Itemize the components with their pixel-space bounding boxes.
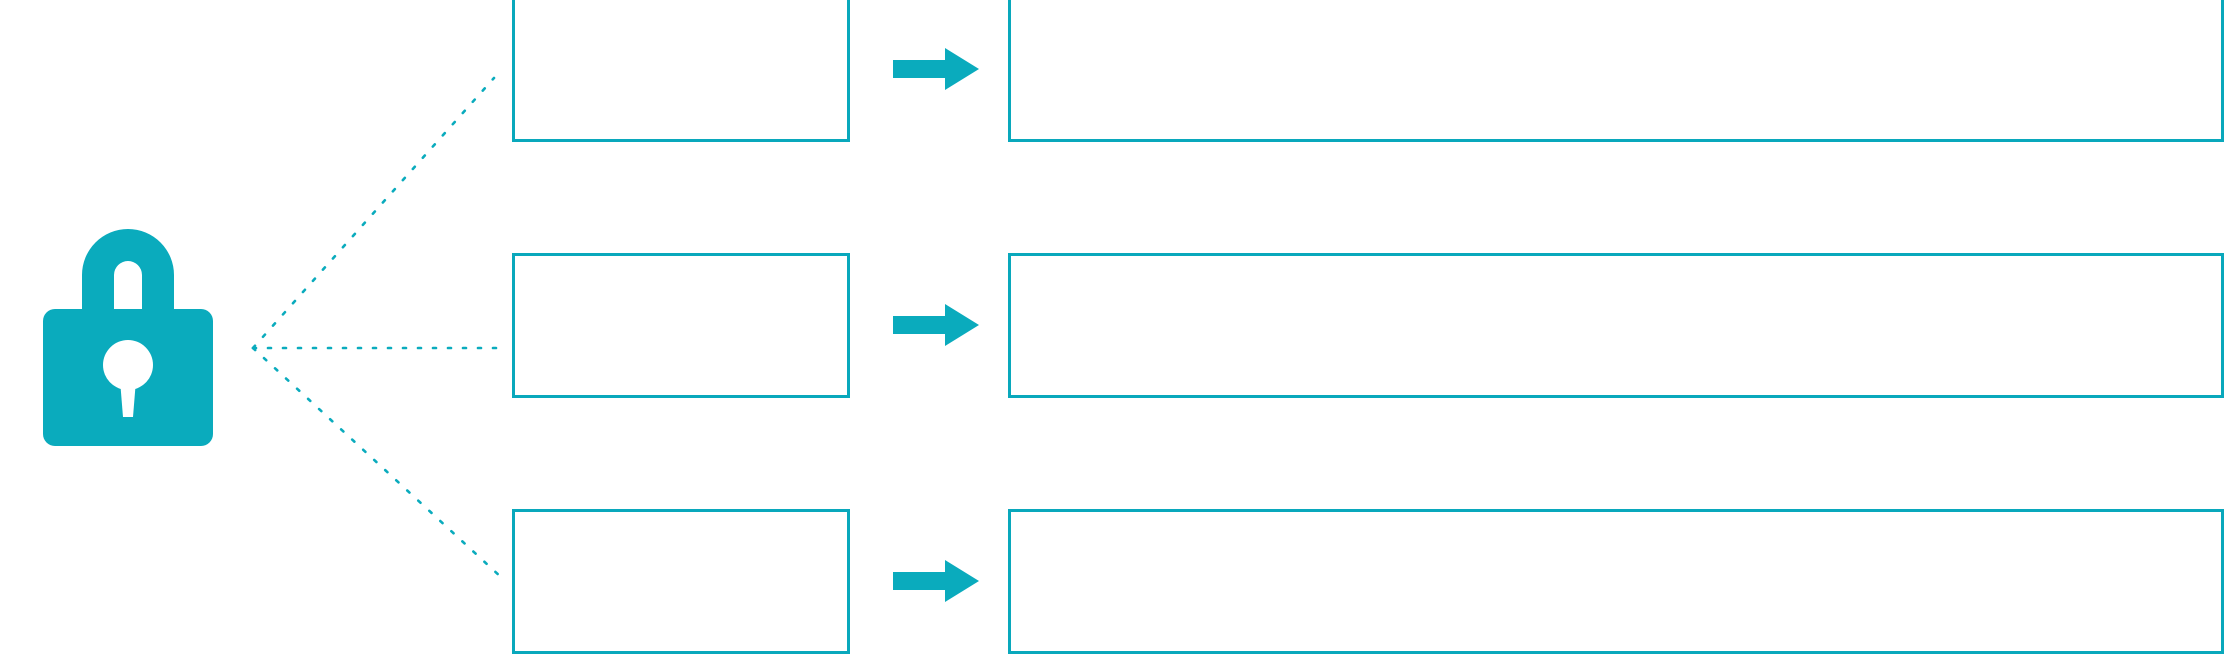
output-box-row-1[interactable] [1008,253,2224,398]
diagram-row [0,509,2229,654]
input-box-text [515,256,847,395]
diagram-row [0,0,2229,142]
diagram-row [0,253,2229,398]
output-box-text [1011,0,2221,139]
lock-icon [30,205,226,450]
arrow-right-icon [893,304,979,346]
output-box-row-2[interactable] [1008,509,2224,654]
input-box-row-1[interactable] [512,253,850,398]
input-box-text [515,512,847,651]
input-box-text [515,0,847,139]
output-box-row-0[interactable] [1008,0,2224,142]
arrow-right-icon [893,560,979,602]
arrow-right-icon [893,48,979,90]
input-box-row-0[interactable] [512,0,850,142]
output-box-text [1011,512,2221,651]
input-box-row-2[interactable] [512,509,850,654]
output-box-text [1011,256,2221,395]
